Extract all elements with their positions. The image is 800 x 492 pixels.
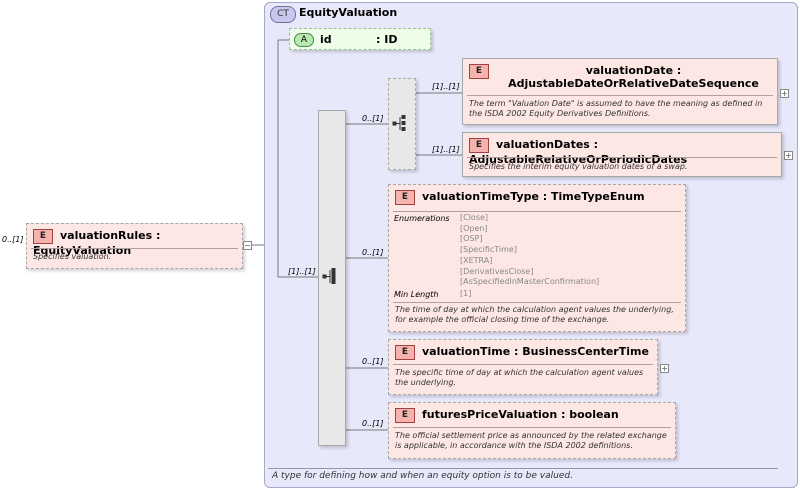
collapse-icon[interactable]: − xyxy=(243,241,252,250)
enumeration-list: [Close] [Open] [OSP] [SpecificTime] [XET… xyxy=(460,213,599,288)
root-separator xyxy=(31,248,238,249)
valuation-date-separator xyxy=(467,95,773,96)
element-badge: E xyxy=(395,345,415,360)
sequence-icon xyxy=(322,268,336,284)
valuation-date-documentation: The term "Valuation Date" is assumed to … xyxy=(469,99,763,118)
enumeration-value: [XETRA] xyxy=(460,255,493,265)
valuation-time-type-cardinality: 0..[1] xyxy=(362,248,384,257)
futures-price-valuation-label: futuresPriceValuation : boolean xyxy=(422,408,619,421)
element-badge: E xyxy=(469,138,489,153)
futures-price-valuation-separator xyxy=(393,427,671,428)
element-badge: E xyxy=(33,229,53,244)
valuation-dates-label: valuationDates : AdjustableRelativeOrPer… xyxy=(469,138,688,166)
enumeration-value: [AsSpecifiedInMasterConfirmation] xyxy=(460,277,600,287)
element-badge: E xyxy=(395,408,415,423)
valuation-dates-documentation: Specifies the interim equity valuation d… xyxy=(469,162,688,171)
enumerations-label: Enumerations xyxy=(394,214,450,223)
complex-type-documentation: A type for defining how and when an equi… xyxy=(272,471,573,481)
expand-icon[interactable]: + xyxy=(784,151,793,160)
element-badge: E xyxy=(395,190,415,205)
valuation-time-label: valuationTime : BusinessCenterTime xyxy=(422,345,649,358)
valuation-time-separator xyxy=(393,364,653,365)
valuation-dates-separator xyxy=(467,157,777,158)
attribute-type: : ID xyxy=(376,33,398,46)
enumeration-value: [DerivativesClose] xyxy=(460,266,534,276)
enumeration-value: [SpecificTime] xyxy=(460,245,517,255)
valuation-date-label: valuationDate : AdjustableDateOrRelative… xyxy=(508,64,759,90)
expand-icon[interactable]: + xyxy=(660,364,669,373)
enumeration-value: [Close] xyxy=(460,213,489,222)
valuation-time-cardinality: 0..[1] xyxy=(362,357,384,366)
choice-cardinality: 0..[1] xyxy=(362,114,384,123)
attribute-badge: A xyxy=(294,33,314,47)
valuation-date-cardinality: [1]..[1] xyxy=(432,82,460,91)
element-badge: E xyxy=(469,64,489,79)
enumeration-value: [OSP] xyxy=(460,234,483,244)
root-documentation: Specifies valuation. xyxy=(33,252,112,261)
attribute-id[interactable]: A id : ID xyxy=(289,28,431,50)
valuation-time-type-label: valuationTimeType : TimeTypeEnum xyxy=(422,190,645,203)
valuation-time-type-doc-separator xyxy=(393,302,681,303)
root-cardinality: 0..[1] xyxy=(2,235,24,244)
valuation-dates-cardinality: [1]..[1] xyxy=(432,145,460,154)
root-element-label: valuationRules : EquityValuation xyxy=(33,229,161,257)
futures-price-valuation-cardinality: 0..[1] xyxy=(362,419,384,428)
min-length-label: Min Length xyxy=(394,290,439,299)
futures-price-valuation-documentation: The official settlement price as announc… xyxy=(395,431,667,450)
valuation-time-type-documentation: The time of day at which the calculation… xyxy=(395,305,674,324)
complex-type-name: EquityValuation xyxy=(299,6,398,19)
attribute-name: id xyxy=(320,33,332,46)
valuation-time-documentation: The specific time of day at which the ca… xyxy=(395,368,644,387)
min-length-value: [1] xyxy=(460,289,472,298)
expand-icon[interactable]: + xyxy=(780,89,789,98)
choice-icon xyxy=(392,115,406,131)
sequence-cardinality: [1]..[1] xyxy=(288,267,316,276)
complex-type-badge: CT xyxy=(270,6,296,23)
enumeration-value: [Open] xyxy=(460,223,488,233)
complex-type-separator xyxy=(268,468,778,469)
valuation-time-type-separator xyxy=(393,211,681,212)
